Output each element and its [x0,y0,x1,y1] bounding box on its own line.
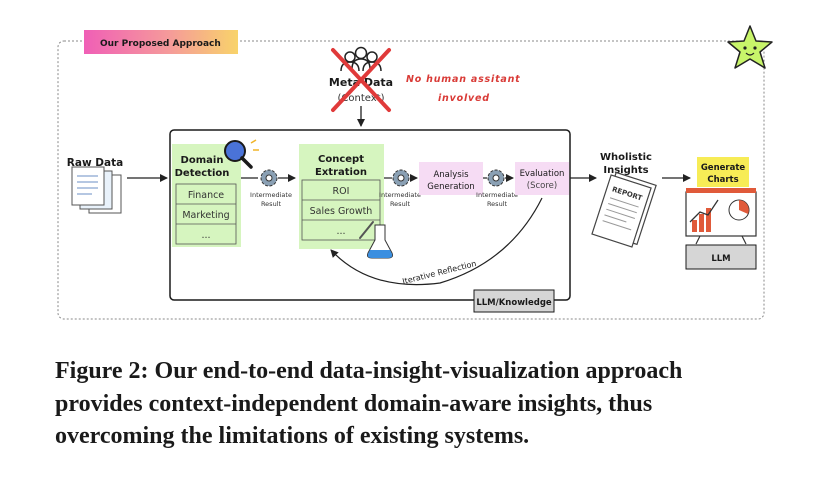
gear-icon [260,169,278,187]
star-mascot-icon [727,25,773,69]
domain-detection-block: Domain Detection Finance Marketing ... [172,144,241,247]
analysis-generation-line1: Analysis [433,170,469,180]
no-human-note-line2: involved [438,93,490,104]
no-human-note-line1: No human assitant [406,74,521,85]
wholistic-insights-line1: Wholistic [600,152,652,163]
llm-box [685,244,757,270]
concept-item: ROI [333,186,350,197]
documents-icon [71,166,122,214]
domain-item: Finance [188,190,224,201]
intermediate-label: Result [261,200,282,208]
gear-icon [487,169,505,187]
concept-item: ... [336,226,345,237]
evaluation-subtitle: (Score) [527,181,557,191]
generate-charts-box [697,157,749,187]
caption-line: provides context-independent domain-awar… [55,390,653,417]
gear-icon [392,169,410,187]
analysis-generation-line2: Generation [427,182,474,192]
meta-data-subtitle: (Context) [338,93,385,104]
raw-data-label: Raw Data [67,157,123,169]
intermediate-label: Intermediate [476,191,518,199]
approach-tag-label: Our Proposed Approach [100,39,221,49]
intermediate-label: Intermediate [250,191,292,199]
approach-frame [57,40,765,320]
domain-item: ... [201,230,210,241]
wholistic-insights-line2: Insights [603,165,648,176]
concept-item: Sales Growth [310,206,373,217]
caption-line: overcoming the limitations of existing s… [55,423,530,449]
intermediate-label: Result [390,200,411,208]
llm-knowledge-label: LLM/Knowledge [476,298,552,308]
concept-extraction-title-line2: Extration [315,167,367,178]
flask-icon [359,221,393,259]
figure-caption: Figure 2: Our end-to-end data-insight-vi… [55,355,795,453]
analysis-generation-block [419,162,483,195]
charts-board-icon [685,188,757,245]
domain-detection-title-line1: Domain [181,155,224,166]
approach-diagram: Our Proposed Approach Meta Data (Context… [57,25,773,320]
approach-tag: Our Proposed Approach [84,30,238,54]
evaluation-block [515,162,569,195]
intermediate-label: Intermediate [379,191,421,199]
llm-knowledge-box [473,289,555,313]
evaluation-title: Evaluation [520,169,565,179]
iterative-reflection-arrow [330,197,543,286]
domain-item: Marketing [182,210,229,221]
generate-charts-line1: Generate [701,163,746,173]
caption-line: Figure 2: Our end-to-end data-insight-vi… [55,358,683,384]
llm-label: LLM [711,254,730,264]
generate-charts-line2: Charts [707,175,738,185]
domain-detection-title-line2: Detection [175,168,230,179]
red-cross-icon [331,48,391,112]
llm-pipeline-container [169,129,571,301]
people-group-icon [340,46,382,72]
magnifier-icon [224,139,259,169]
intermediate-label: Result [487,200,508,208]
report-icon: REPORT [591,171,657,248]
concept-extraction-title-line1: Concept [318,154,364,165]
concept-extraction-block: Concept Extration ROI Sales Growth ... [299,144,384,249]
